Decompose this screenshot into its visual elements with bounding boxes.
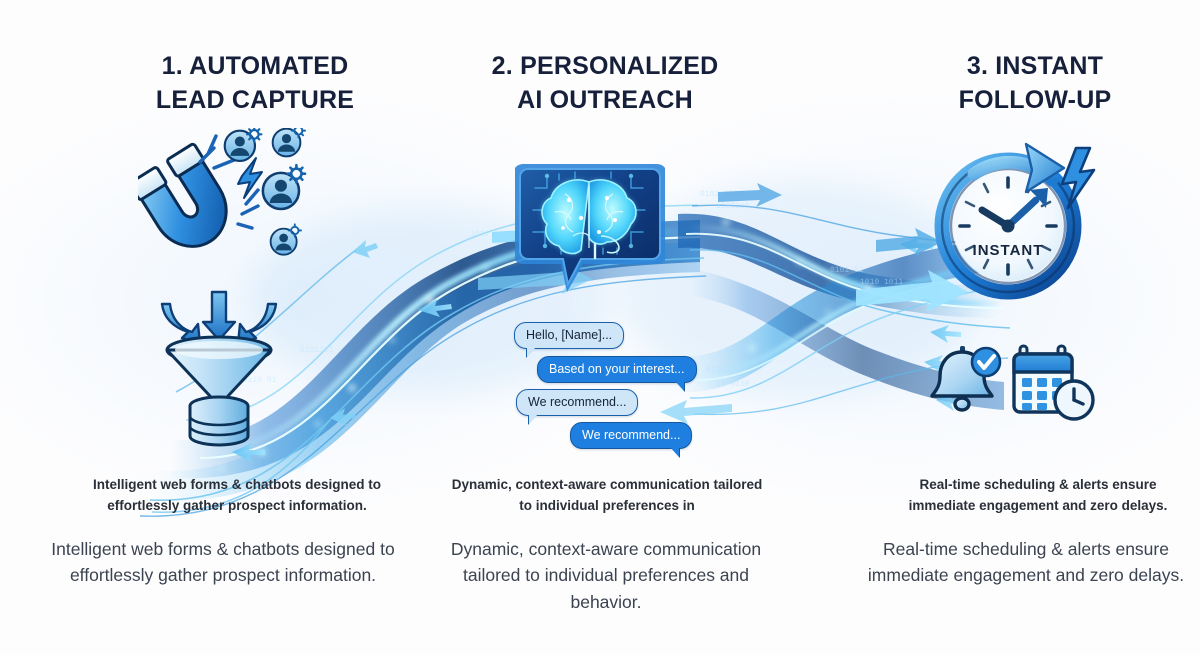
svg-text:011010: 011010 <box>706 366 735 375</box>
column-1-caption-large: Intelligent web forms & chatbots designe… <box>51 539 395 586</box>
column-2-caption-small: Dynamic, context-aware communication tai… <box>451 477 763 513</box>
lead-person-gear-icon <box>223 128 307 256</box>
magnet-lead-capture-illustration <box>138 128 328 268</box>
check-badge-icon <box>970 346 1002 378</box>
heading-line-1: 1. AUTOMATED <box>161 52 349 80</box>
column-3-caption-large: Real-time scheduling & alerts ensure imm… <box>867 539 1185 586</box>
instant-clock-illustration: INSTANT <box>930 138 1100 303</box>
svg-text:10 0110: 10 0110 <box>716 380 750 389</box>
column-2-caption-large: Dynamic, context-aware communication tai… <box>450 539 762 612</box>
clock-instant-label: INSTANT <box>973 242 1044 259</box>
spark-lightning-icon <box>237 157 263 199</box>
heading-line-2: LEAD CAPTURE <box>155 85 355 114</box>
chat-bubble-2[interactable]: Based on your interest... <box>537 356 697 383</box>
funnel-database-illustration <box>140 288 300 448</box>
chat-bubble-1[interactable]: Hello, [Name]... <box>514 322 625 349</box>
svg-text:0101 1001: 0101 1001 <box>700 190 743 199</box>
calendar-clock-icon <box>1012 344 1096 422</box>
column-2-heading: 2. PERSONALIZED AI OUTREACH <box>440 50 770 117</box>
heading-line-2: FOLLOW-UP <box>958 85 1112 114</box>
svg-text:1010 1011: 1010 1011 <box>860 278 903 287</box>
heading-line-2: AI OUTREACH <box>517 85 693 114</box>
refresh-arrow-icon <box>967 142 1066 194</box>
ai-brain-speech-bubble-icon <box>515 158 665 298</box>
svg-text:0101101: 0101101 <box>300 346 334 355</box>
lightning-bolt-icon <box>1060 146 1096 210</box>
column-1-heading: 1. AUTOMATED LEAD CAPTURE <box>80 50 430 117</box>
svg-text:0101 01: 0101 01 <box>830 266 864 275</box>
svg-text:1011 0101: 1011 0101 <box>470 230 513 239</box>
database-icon <box>188 395 250 447</box>
notification-bell-icon <box>928 342 1006 420</box>
heading-line-1: 3. INSTANT <box>966 52 1104 80</box>
chat-bubble-3[interactable]: We recommend... <box>516 389 639 416</box>
heading-line-1: 2. PERSONALIZED <box>491 52 719 80</box>
chat-bubble-4[interactable]: We recommend... <box>570 422 693 449</box>
svg-text:1100110: 1100110 <box>716 202 750 211</box>
column-3-heading: 3. INSTANT FOLLOW-UP <box>870 50 1200 117</box>
funnel-inflow-arrows <box>160 290 278 346</box>
column-1-caption-small: Intelligent web forms & chatbots designe… <box>92 477 382 513</box>
column-3-caption-small: Real-time scheduling & alerts ensure imm… <box>908 477 1168 513</box>
